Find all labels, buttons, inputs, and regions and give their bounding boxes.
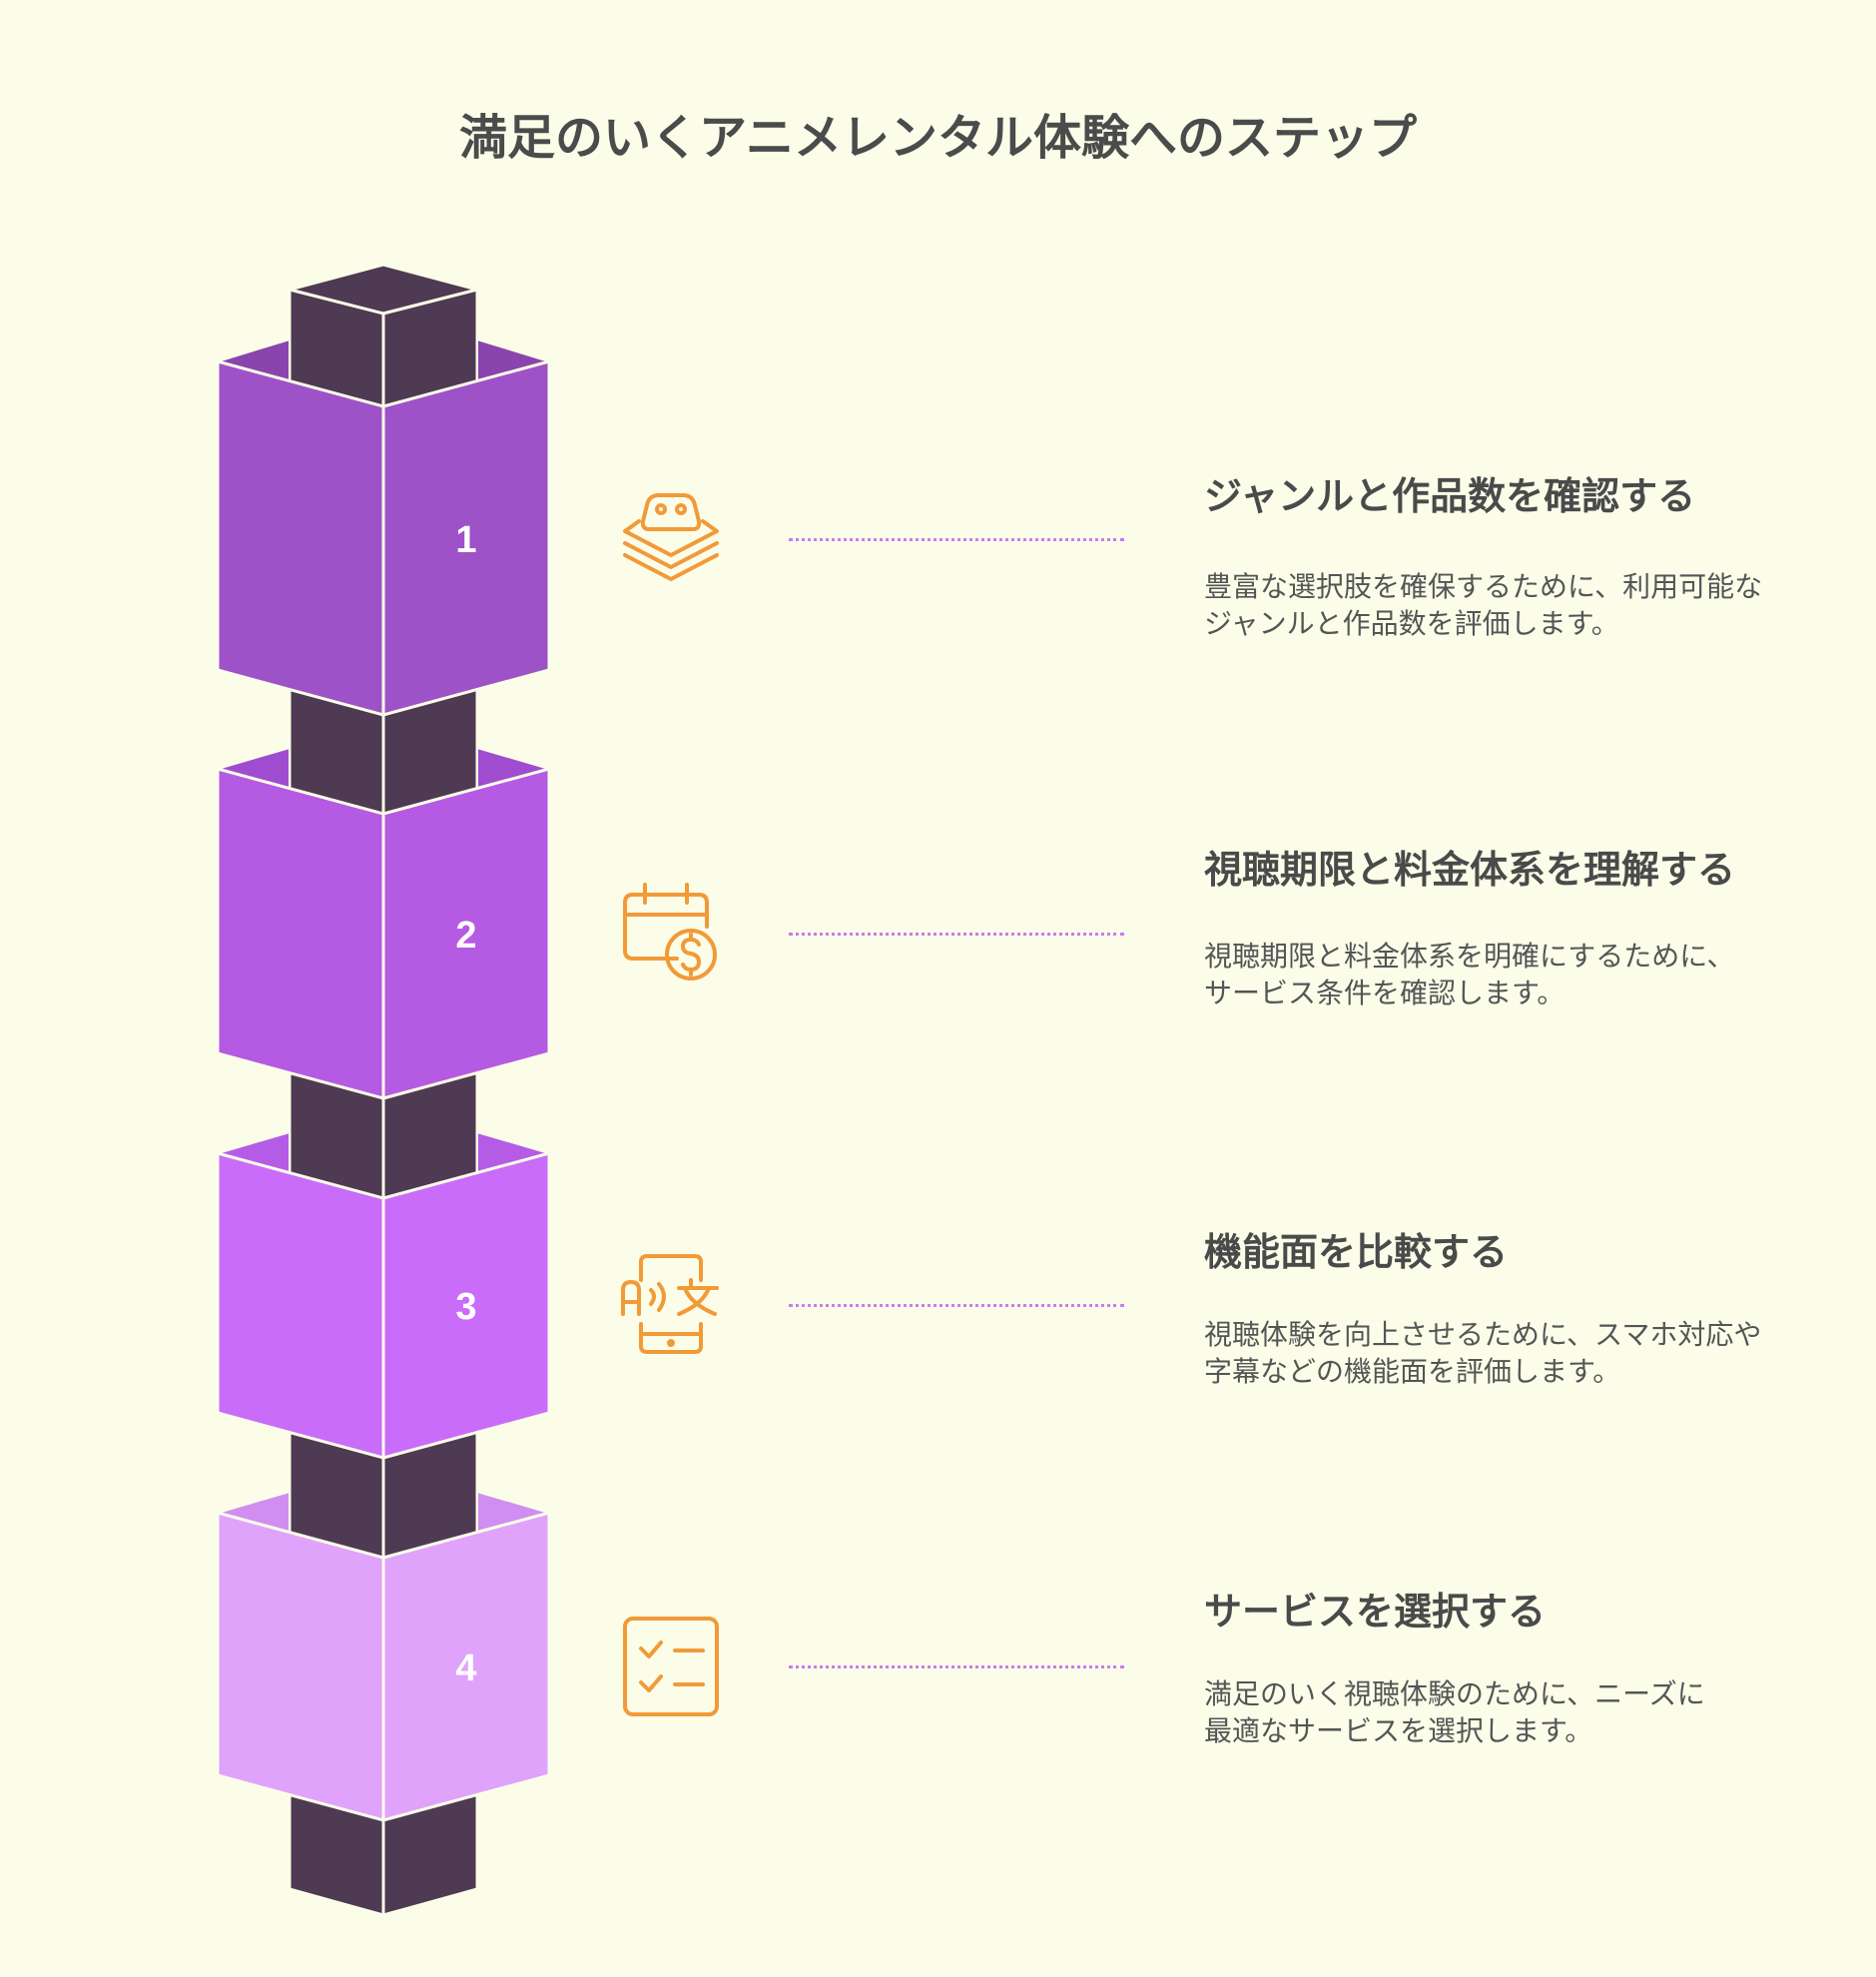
- step-desc-1: 豊富な選択肢を確保するために、利用可能なジャンルと作品数を評価します。: [1204, 570, 1763, 640]
- step-title-2: 視聴期限と料金体系を理解する: [1204, 848, 1736, 892]
- calendar-dollar-icon: [623, 883, 717, 981]
- gamepad-stack-icon: [623, 493, 719, 581]
- connector-line-1: [789, 538, 1124, 541]
- step-block-3: 3: [214, 1130, 553, 1460]
- step-text-2: 視聴期限と料金体系を理解する 視聴期限と料金体系を明確にするために、サービス条件…: [1204, 839, 1803, 1011]
- step-desc-3: 視聴体験を向上させるために、スマホ対応や字幕などの機能面を評価します。: [1204, 1318, 1762, 1388]
- step-desc-2: 視聴期限と料金体系を明確にするために、サービス条件を確認します。: [1204, 940, 1735, 1009]
- connector-line-2: [789, 933, 1124, 936]
- checklist-icon: [623, 1617, 719, 1716]
- step-number-2: 2: [455, 915, 476, 957]
- phone-translate-icon: [621, 1254, 719, 1354]
- page-title: 満足のいくアニメレンタル体験へのステップ: [458, 110, 1418, 166]
- step-block-1: 1: [214, 337, 553, 717]
- step-title-4: サービスを選択する: [1204, 1590, 1547, 1634]
- step-text-4: サービスを選択する 満足のいく視聴体験のために、ニーズに最適なサービスを選択しま…: [1204, 1581, 1803, 1749]
- step-title-3: 機能面を比較する: [1204, 1230, 1509, 1274]
- step-number-1: 1: [455, 519, 476, 561]
- connector-line-4: [789, 1665, 1124, 1668]
- step-desc-4: 満足のいく視聴体験のために、ニーズに最適なサービスを選択します。: [1204, 1677, 1705, 1747]
- step-number-3: 3: [455, 1286, 476, 1328]
- connector-line-3: [789, 1304, 1124, 1307]
- step-title-1: ジャンルと作品数を確認する: [1204, 474, 1696, 518]
- step-block-2: 2: [214, 746, 553, 1100]
- step-number-4: 4: [455, 1648, 476, 1689]
- step-text-3: 機能面を比較する 視聴体験を向上させるために、スマホ対応や字幕などの機能面を評価…: [1204, 1221, 1803, 1390]
- step-text-1: ジャンルと作品数を確認する 豊富な選択肢を確保するために、利用可能なジャンルと作…: [1204, 465, 1803, 642]
- step-block-4: 4: [214, 1490, 553, 1822]
